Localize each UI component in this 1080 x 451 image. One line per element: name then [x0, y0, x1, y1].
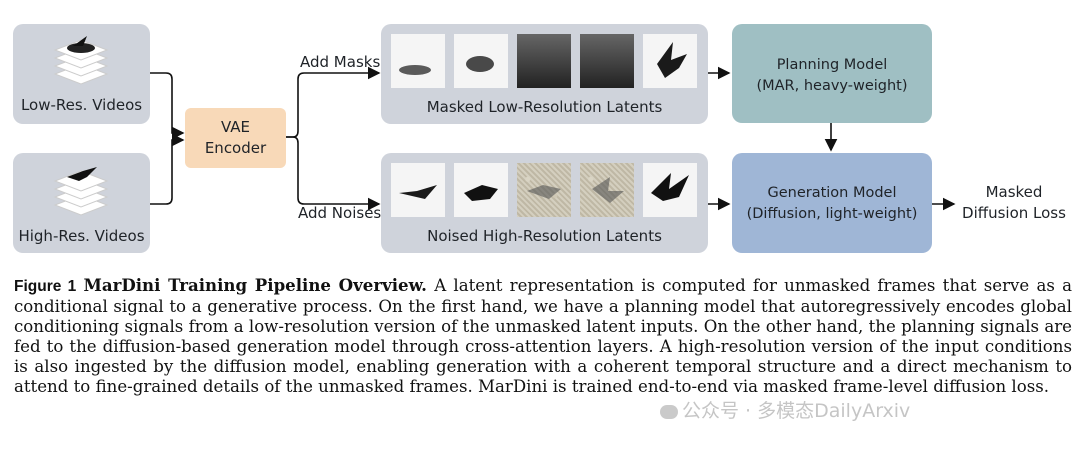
noised-latent-frame-4: [580, 163, 634, 217]
watermark: 公众号 · 多模态DailyArxiv: [660, 396, 910, 423]
generation-model-title: Generation Model: [732, 183, 932, 203]
generation-model-box: Generation Model (Diffusion, light-weigh…: [732, 153, 932, 253]
blurred-bird-icon: [391, 34, 445, 88]
noised-latent-frame-1: [391, 163, 445, 217]
noised-latents-box: Noised High-Resolution Latents: [381, 153, 708, 253]
planning-model-subtitle: (MAR, heavy-weight): [732, 76, 932, 96]
masked-latent-frame-2: [454, 34, 508, 88]
noised-latent-frame-3: [517, 163, 571, 217]
masked-latent-frame-1: [391, 34, 445, 88]
masked-latents-label: Masked Low-Resolution Latents: [381, 98, 708, 116]
watermark-text: 公众号 · 多模态DailyArxiv: [682, 400, 910, 422]
output-loss-line1: Masked: [956, 183, 1072, 201]
bird-icon: [643, 34, 697, 88]
bird-icon: [391, 163, 445, 217]
masked-latents-box: Masked Low-Resolution Latents: [381, 24, 708, 124]
planning-model-box: Planning Model (MAR, heavy-weight): [732, 24, 932, 123]
figure-label: Figure 1: [14, 278, 76, 295]
figure-caption: Figure 1 MarDini Training Pipeline Overv…: [14, 275, 1072, 397]
add-masks-label: Add Masks: [300, 53, 380, 71]
noised-latent-frame-5: [643, 163, 697, 217]
output-loss-line2: Diffusion Loss: [956, 204, 1072, 222]
masked-latent-frame-3: [517, 34, 571, 88]
bird-icon: [643, 163, 697, 217]
wechat-icon: [660, 405, 678, 419]
masked-latent-frame-5: [643, 34, 697, 88]
noised-latents-label: Noised High-Resolution Latents: [381, 227, 708, 245]
noisy-bird-icon: [517, 163, 571, 217]
blurred-bird-icon: [454, 34, 508, 88]
planning-model-title: Planning Model: [732, 55, 932, 75]
bird-icon: [454, 163, 508, 217]
vae-encoder-box: VAE Encoder: [185, 108, 286, 168]
masked-latent-frame-4: [580, 34, 634, 88]
add-noises-label: Add Noises: [298, 204, 381, 222]
vae-encoder-line2: Encoder: [185, 138, 286, 158]
noised-latent-frame-2: [454, 163, 508, 217]
noisy-bird-icon: [580, 163, 634, 217]
vae-encoder-line1: VAE: [185, 117, 286, 137]
figure-title: MarDini Training Pipeline Overview.: [83, 275, 427, 295]
generation-model-subtitle: (Diffusion, light-weight): [732, 204, 932, 224]
